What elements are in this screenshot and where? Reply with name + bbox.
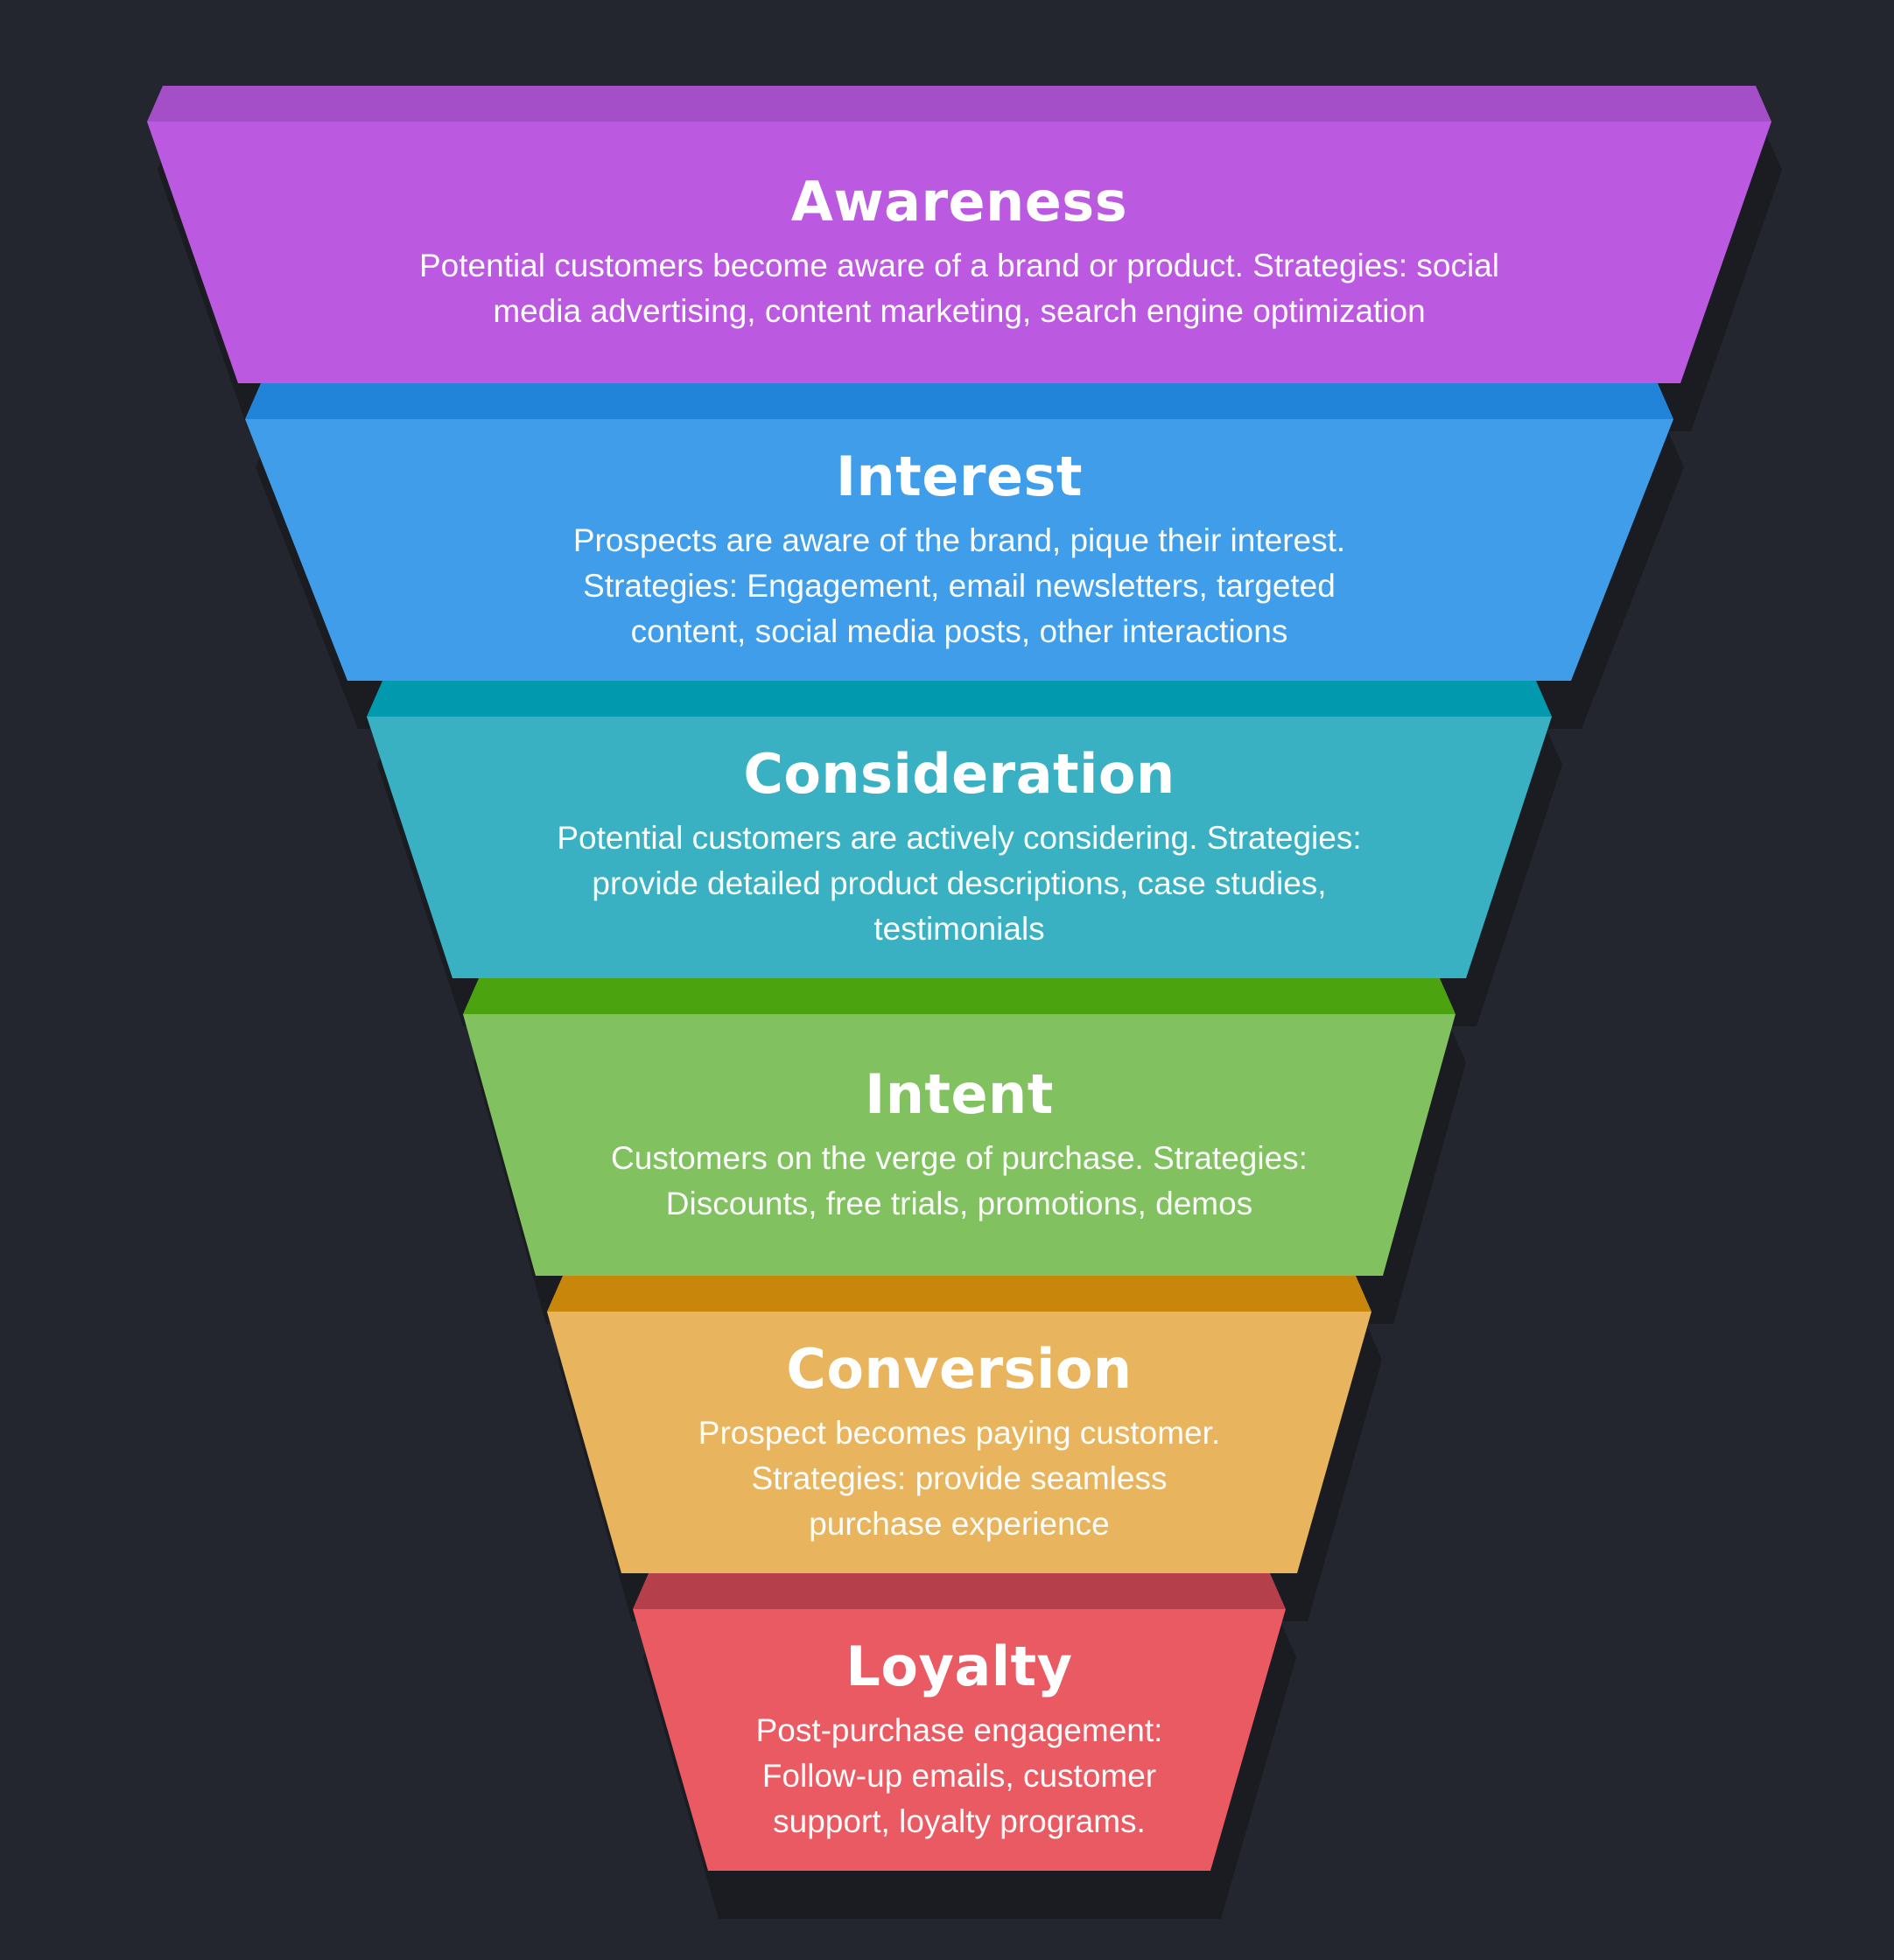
interest-front-face bbox=[245, 419, 1673, 681]
awareness-top-face bbox=[147, 86, 1771, 122]
consideration-front-face bbox=[367, 717, 1552, 978]
consideration-top-face bbox=[367, 681, 1552, 717]
loyalty-front-face bbox=[633, 1609, 1286, 1871]
interest-top-face bbox=[245, 383, 1673, 419]
intent-top-face bbox=[463, 978, 1456, 1014]
loyalty-top-face bbox=[633, 1573, 1286, 1609]
awareness-front-face bbox=[147, 122, 1771, 383]
conversion-top-face bbox=[547, 1276, 1371, 1312]
conversion-front-face bbox=[547, 1312, 1371, 1573]
intent-front-face bbox=[463, 1014, 1456, 1276]
